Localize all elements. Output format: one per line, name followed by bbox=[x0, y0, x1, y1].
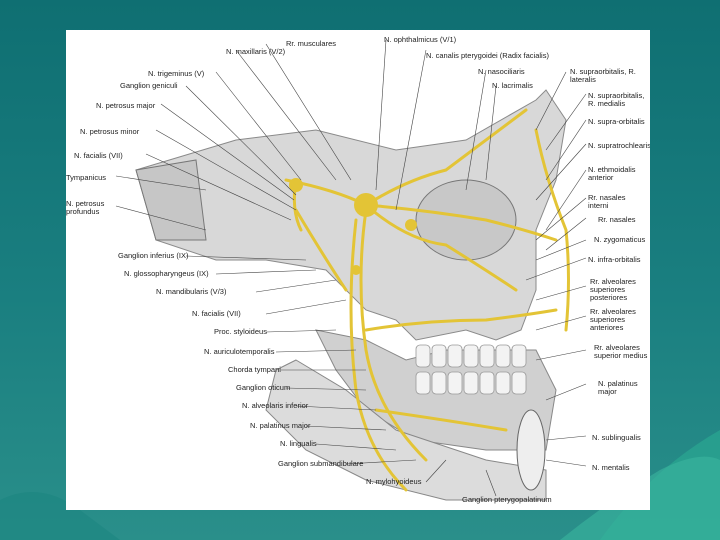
temporal-bone bbox=[136, 160, 206, 240]
orbit bbox=[416, 180, 516, 260]
anatomy-figure: N. maxillaris (V/2) Rr. musculares N. op… bbox=[66, 30, 650, 510]
label-right-4: N. ethmoidalis anterior bbox=[588, 166, 648, 182]
mandible-section bbox=[517, 410, 545, 490]
label-left-18: Ganglion submandibulare bbox=[278, 460, 363, 468]
label-top-3: N. canalis pterygoidei (Radix facialis) bbox=[426, 52, 549, 60]
label-left-19: N. mylohyoideus bbox=[366, 478, 421, 486]
label-top-2: N. ophthalmicus (V/1) bbox=[384, 36, 456, 44]
label-left-1: Ganglion geniculi bbox=[120, 82, 178, 90]
label-left-16: N. palatinus major bbox=[250, 422, 310, 430]
label-bottom-0: Ganglion pterygopalatinum bbox=[462, 496, 552, 504]
label-left-6: N. petrosus profundus bbox=[66, 200, 114, 216]
label-left-4: N. facialis (VII) bbox=[74, 152, 123, 160]
label-right-5: Rr. nasales interni bbox=[588, 194, 648, 210]
label-right-3: N. supratrochlearis bbox=[588, 142, 650, 150]
label-top-1: Rr. musculares bbox=[286, 40, 336, 48]
label-right-8: N. infra-orbitalis bbox=[588, 256, 641, 264]
label-right-13: N. sublingualis bbox=[592, 434, 641, 442]
label-left-0: N. trigeminus (V) bbox=[148, 70, 204, 78]
label-right-11: Rr. alveolares superior medius bbox=[594, 344, 648, 360]
label-right-7: N. zygomaticus bbox=[594, 236, 645, 244]
label-right-12: N. palatinus major bbox=[598, 380, 648, 396]
label-left-9: N. mandibularis (V/3) bbox=[156, 288, 226, 296]
label-left-14: Ganglion oticum bbox=[236, 384, 290, 392]
label-top-0: N. maxillaris (V/2) bbox=[226, 48, 285, 56]
label-right-6: Rr. nasales bbox=[598, 216, 636, 224]
label-top-5: N. lacrimalis bbox=[492, 82, 533, 90]
label-left-2: N. petrosus major bbox=[96, 102, 155, 110]
label-right-2: N. supra-orbitalis bbox=[588, 118, 645, 126]
label-right-10: Rr. alveolares superiores anteriores bbox=[590, 308, 648, 332]
label-top-4: N. nasociliaris bbox=[478, 68, 525, 76]
label-left-17: N. lingualis bbox=[280, 440, 317, 448]
label-left-7: Ganglion inferius (IX) bbox=[118, 252, 188, 260]
label-left-11: Proc. styloideus bbox=[214, 328, 267, 336]
label-right-0: N. supraorbitalis, R. lateralis bbox=[570, 68, 648, 84]
label-left-8: N. glossopharyngeus (IX) bbox=[124, 270, 209, 278]
label-right-9: Rr. alveolares superiores posteriores bbox=[590, 278, 648, 302]
label-left-3: N. petrosus minor bbox=[80, 128, 139, 136]
label-left-5: Tympanicus bbox=[66, 174, 106, 182]
label-left-15: N. alveolaris inferior bbox=[242, 402, 308, 410]
label-left-10: N. facialis (VII) bbox=[192, 310, 241, 318]
label-right-14: N. mentalis bbox=[592, 464, 630, 472]
label-left-13: Chorda tympani bbox=[228, 366, 281, 374]
label-right-1: N. supraorbitalis, R. medialis bbox=[588, 92, 648, 108]
label-left-12: N. auriculotemporalis bbox=[204, 348, 274, 356]
